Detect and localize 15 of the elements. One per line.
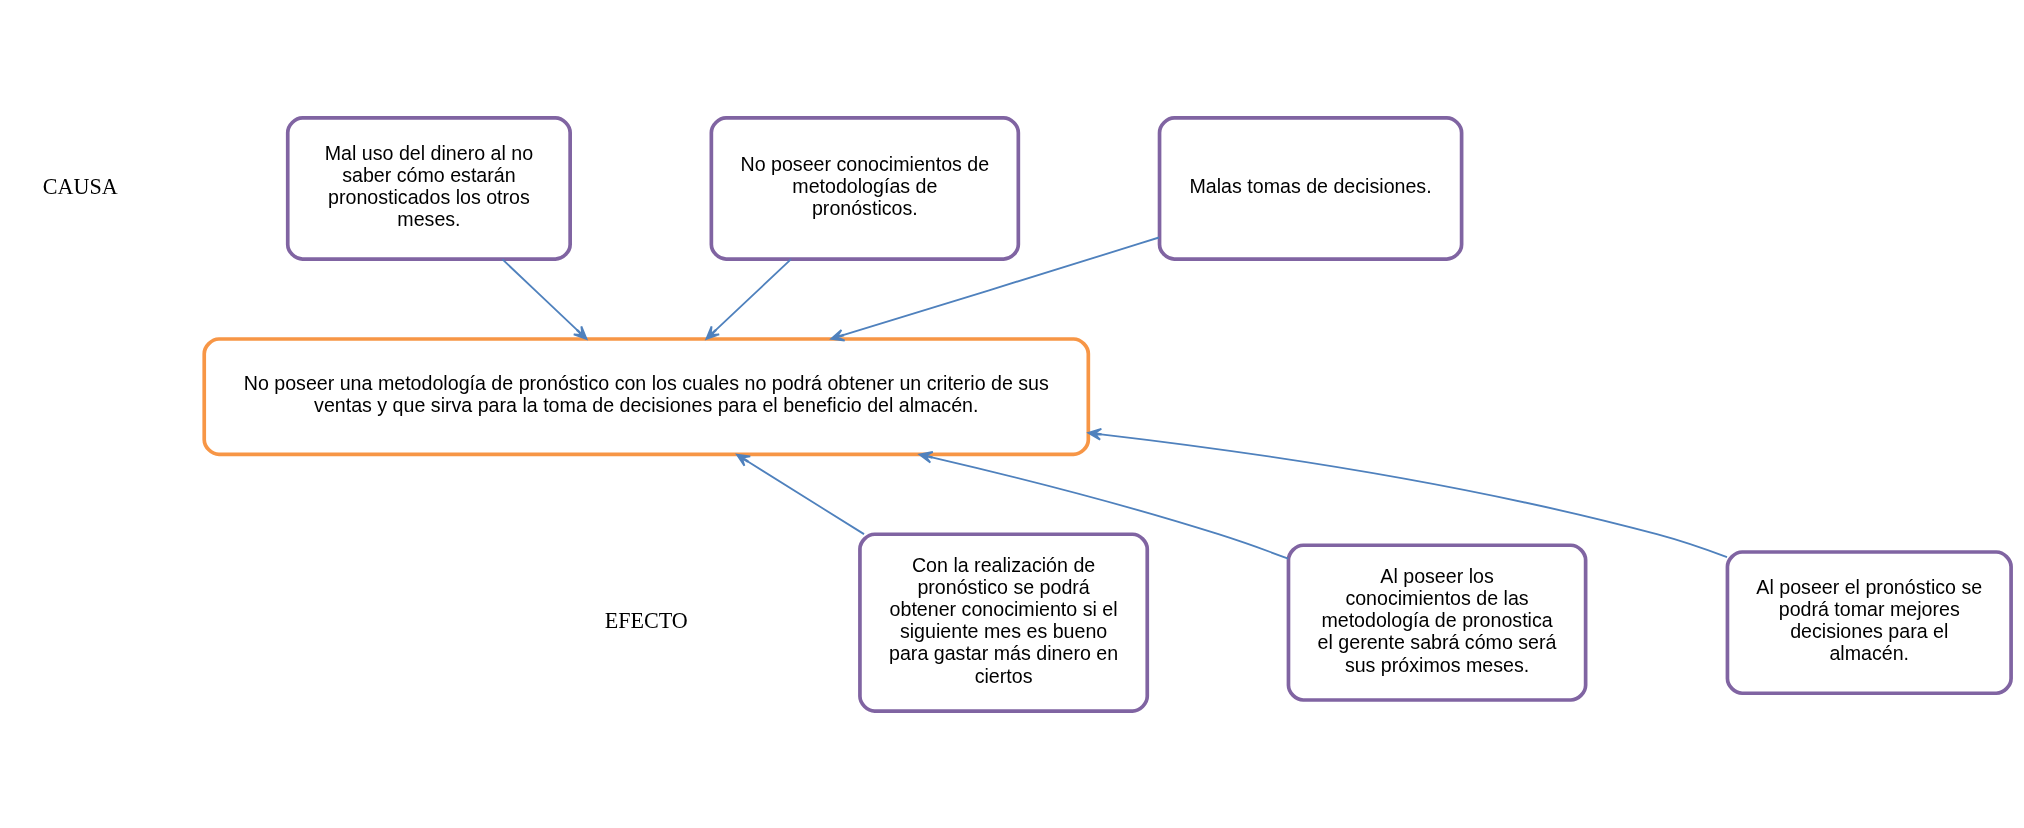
label: CAUSA [42, 173, 118, 199]
node-box: No poseer conocimientos de metodologías de pronósticos. [709, 115, 1020, 261]
node-box: Mal uso del dinero al no saber cómo estarán pronosticados los otros meses. [285, 115, 572, 261]
node-box: Malas tomas de decisiones. [1157, 115, 1463, 261]
node-box: Al poseer los conocimientos de las metodología de pronostica el gerente sabrá cómo será sus próximos meses. [1286, 542, 1587, 702]
node-box: Con la realización de pronóstico se podrá obtener conocimiento si el siguiente mes es bueno para gastar más dinero en ciertos [857, 531, 1149, 713]
arrow [705, 258, 792, 340]
arrow [918, 450, 1289, 560]
node-box: Al poseer el pronóstico se podrá tomar mejores decisiones para el almacén. [1725, 549, 2013, 695]
arrow [829, 236, 1160, 341]
arrow [501, 258, 587, 340]
arrow [1087, 427, 1728, 558]
node-box: No poseer una metodología de pronóstico con los cuales no podrá obtener un criterio de sus ventas y que sirva para la toma de decisiones para el beneficio del almacén. [201, 336, 1090, 456]
label: EFECTO [604, 607, 688, 633]
arrow [735, 453, 865, 535]
